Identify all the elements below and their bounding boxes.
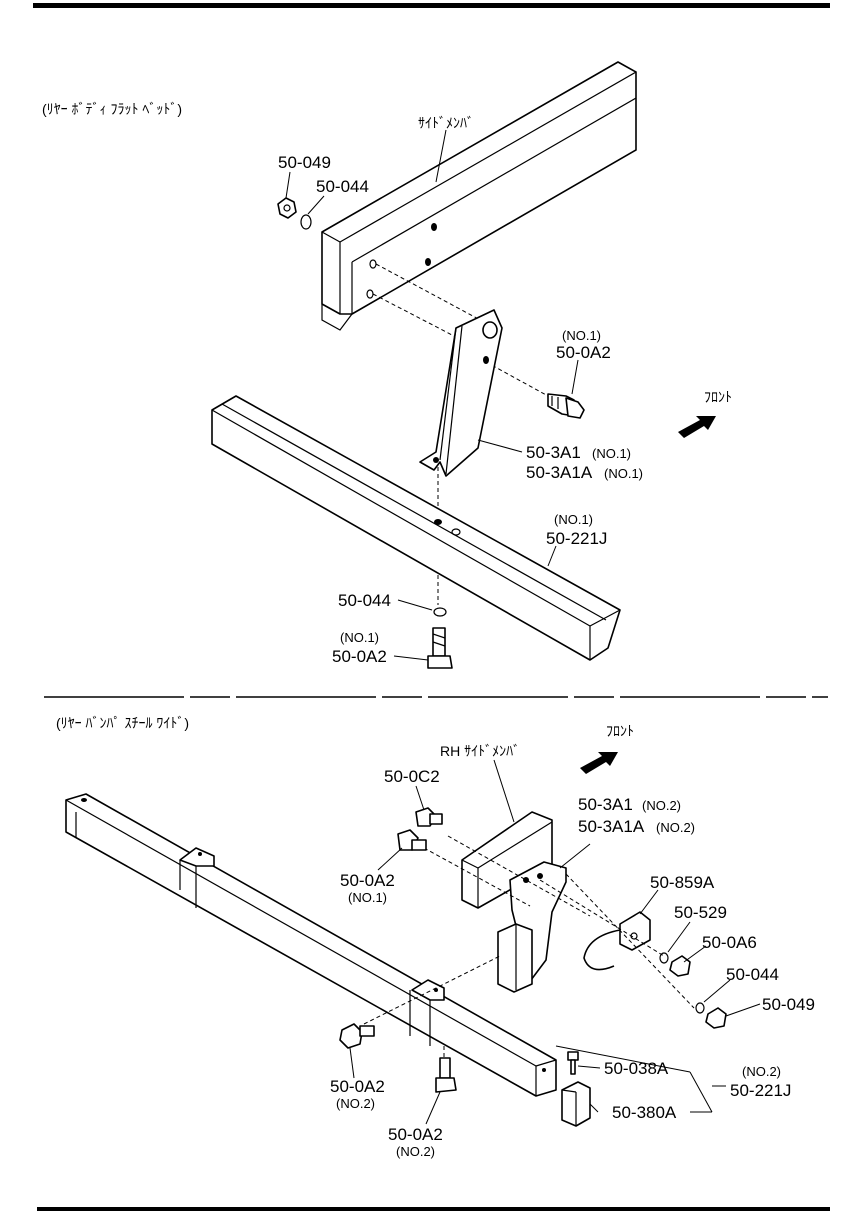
upper-section: (ﾘﾔｰ ﾎﾞﾃﾞｨ ﾌﾗｯﾄ ﾍﾞｯﾄﾞ) bbox=[42, 61, 732, 669]
stopper-50-380a bbox=[561, 1081, 591, 1127]
washer-50-044-upper-bottom bbox=[433, 607, 447, 617]
label-50-044-lower: 50-044 bbox=[726, 965, 779, 984]
label-side-member: ｻｲﾄﾞﾒﾝﾊﾞ bbox=[418, 115, 474, 131]
label-50-3a1a-lower: 50-3A1A bbox=[578, 817, 645, 836]
tag-no1-0a2-lower: (NO.1) bbox=[348, 890, 387, 905]
tag-no2-3a1a: (NO.2) bbox=[656, 820, 695, 835]
lower-section-title: (ﾘﾔｰ ﾊﾞﾝﾊﾟ ｽﾁｰﾙ ﾜｲﾄﾞ) bbox=[56, 715, 189, 731]
bolt-50-0a2-upper-bottom bbox=[427, 627, 453, 669]
side-member-upper bbox=[321, 61, 637, 331]
label-50-049-lower: 50-049 bbox=[762, 995, 815, 1014]
nut-50-049-lower bbox=[705, 1007, 727, 1029]
label-50-044-upper-bottom: 50-044 bbox=[338, 591, 391, 610]
nut-50-049-upper bbox=[277, 197, 297, 219]
label-50-049-upper: 50-049 bbox=[278, 153, 331, 172]
bumper-bar bbox=[65, 793, 557, 1097]
tag-no1-3a1a: (NO.1) bbox=[604, 466, 643, 481]
bracket-lower bbox=[497, 861, 567, 993]
label-front-lower: ﾌﾛﾝﾄ bbox=[606, 723, 634, 739]
bracket-upper bbox=[419, 309, 503, 477]
tag-no2-3a1: (NO.2) bbox=[642, 798, 681, 813]
tag-no1-0a2-bottom: (NO.1) bbox=[340, 630, 379, 645]
tag-no2-221j: (NO.2) bbox=[742, 1064, 781, 1079]
front-arrow-lower bbox=[580, 752, 618, 774]
tag-no1-3a1: (NO.1) bbox=[592, 446, 631, 461]
label-50-0a2-lower-no1: 50-0A2 bbox=[340, 871, 395, 890]
front-arrow-upper bbox=[678, 416, 716, 438]
label-50-0a2-lower-left: 50-0A2 bbox=[330, 1077, 385, 1096]
label-50-0a2-upper-bottom: 50-0A2 bbox=[332, 647, 387, 666]
bolt-50-0a2-lower-no1 bbox=[397, 829, 427, 851]
label-50-221j-lower: 50-221J bbox=[730, 1081, 791, 1100]
label-50-0a6: 50-0A6 bbox=[702, 933, 757, 952]
bolt-50-0c2 bbox=[415, 807, 443, 827]
label-50-044-upper-top: 50-044 bbox=[316, 177, 369, 196]
bolt-50-0a2-lower-left bbox=[339, 1023, 375, 1049]
bolt-50-0a2-upper-right bbox=[547, 393, 585, 419]
upper-section-title: (ﾘﾔｰ ﾎﾞﾃﾞｨ ﾌﾗｯﾄ ﾍﾞｯﾄﾞ) bbox=[42, 101, 182, 117]
lower-section: (ﾘﾔｰ ﾊﾞﾝﾊﾟ ｽﾁｰﾙ ﾜｲﾄﾞ) bbox=[56, 715, 815, 1159]
tag-no2-0a2-mid: (NO.2) bbox=[396, 1144, 435, 1159]
washer-50-044-lower bbox=[695, 1002, 705, 1014]
tow-hook bbox=[583, 911, 651, 971]
bolt-50-038a bbox=[567, 1051, 579, 1075]
washer-50-529 bbox=[659, 952, 669, 964]
label-50-529: 50-529 bbox=[674, 903, 727, 922]
label-50-0c2: 50-0C2 bbox=[384, 767, 440, 786]
label-50-038a: 50-038A bbox=[604, 1059, 669, 1078]
bolt-50-0a2-lower-mid bbox=[435, 1057, 457, 1093]
label-front-upper: ﾌﾛﾝﾄ bbox=[704, 389, 732, 405]
top-border bbox=[33, 3, 830, 8]
nut-50-0a6 bbox=[669, 955, 691, 977]
label-50-3a1a-upper: 50-3A1A bbox=[526, 463, 593, 482]
label-50-3a1-upper: 50-3A1 bbox=[526, 443, 581, 462]
label-50-859a: 50-859A bbox=[650, 873, 715, 892]
crossmember-upper bbox=[211, 395, 621, 661]
tag-no1-221j: (NO.1) bbox=[554, 512, 593, 527]
washer-50-044-upper bbox=[300, 214, 312, 230]
label-50-221j-upper: 50-221J bbox=[546, 529, 607, 548]
label-50-0a2-lower-mid: 50-0A2 bbox=[388, 1125, 443, 1144]
bottom-border bbox=[37, 1207, 830, 1211]
tag-no2-0a2-left: (NO.2) bbox=[336, 1096, 375, 1111]
label-50-380a: 50-380A bbox=[612, 1103, 677, 1122]
label-50-3a1-lower: 50-3A1 bbox=[578, 795, 633, 814]
tag-no1-0a2-top: (NO.1) bbox=[562, 328, 601, 343]
label-rh-side-member: RH ｻｲﾄﾞﾒﾝﾊﾞ bbox=[440, 743, 520, 759]
label-50-0a2-upper-top: 50-0A2 bbox=[556, 343, 611, 362]
